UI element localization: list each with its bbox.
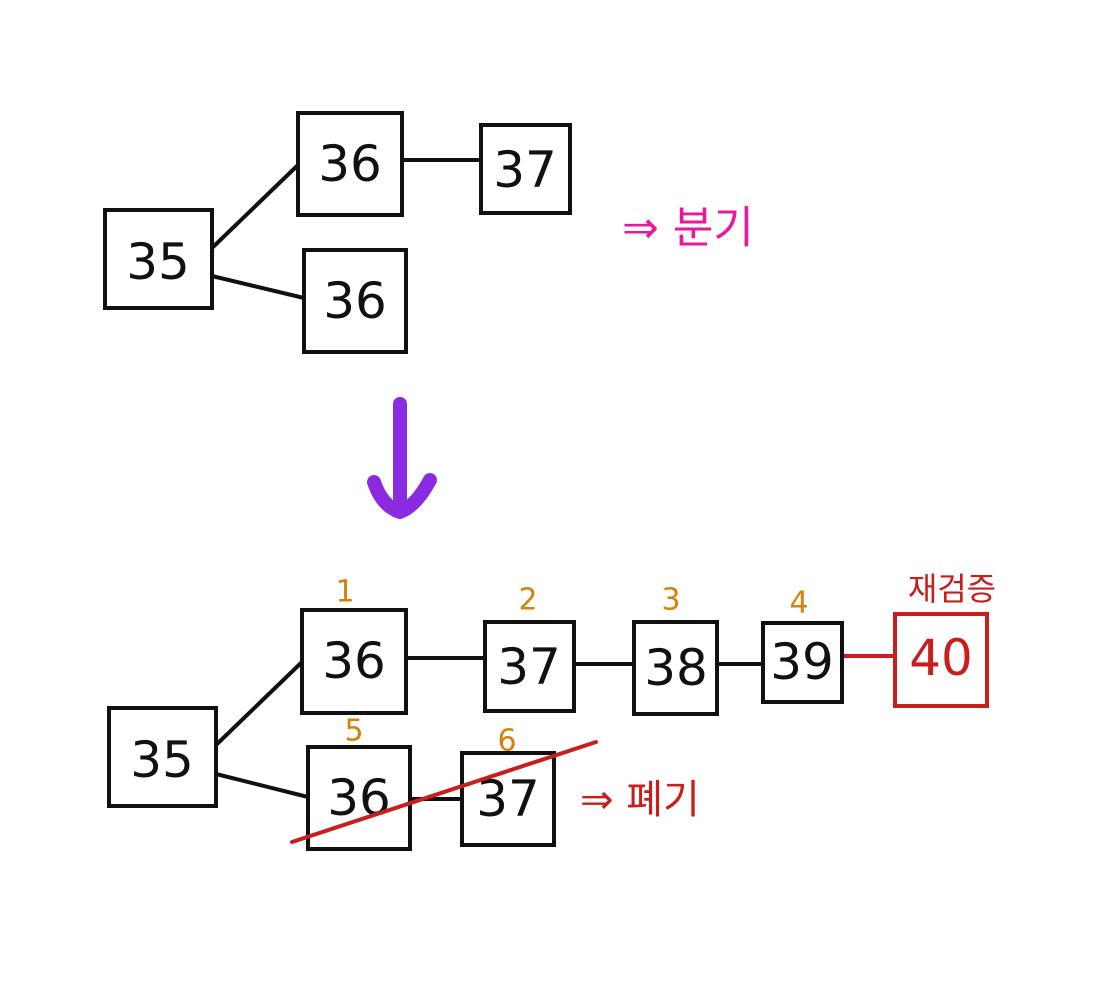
order-label-1: 1 bbox=[335, 575, 354, 610]
block-37-top-label: 37 bbox=[493, 141, 557, 199]
discard-note: ⇒ 폐기 bbox=[580, 777, 700, 823]
block-38-label: 38 bbox=[644, 639, 708, 697]
block-37-main-label: 37 bbox=[497, 638, 561, 696]
block-37-discarded bbox=[460, 751, 556, 847]
block-36a-top bbox=[296, 111, 404, 217]
order-label-6: 6 bbox=[497, 724, 516, 759]
revalidate-label: 재검증 bbox=[908, 570, 996, 608]
order-label-4: 4 bbox=[789, 586, 808, 621]
block-36b-top-label: 36 bbox=[323, 272, 387, 330]
block-36-discarded bbox=[306, 745, 412, 851]
bottom-chain-diagram: 35 1 36 2 37 3 38 4 39 재검증 40 5 36 6 37 … bbox=[107, 570, 996, 851]
connector-35-to-36-discarded bbox=[214, 772, 310, 799]
block-40-revalidate bbox=[893, 612, 989, 708]
connector-35-to-36-main bbox=[214, 660, 304, 747]
block-36-main bbox=[300, 608, 408, 715]
block-37-main bbox=[483, 620, 576, 713]
order-label-2: 2 bbox=[518, 583, 537, 618]
connector-35-to-36b bbox=[210, 274, 306, 300]
connector-35-to-36a bbox=[210, 163, 300, 250]
block-35-bottom-label: 35 bbox=[130, 731, 194, 789]
block-35-top-label: 35 bbox=[126, 233, 190, 291]
block-37-top bbox=[479, 123, 572, 215]
top-fork-diagram: 35 36 37 36 ⇒ 분기 bbox=[103, 111, 754, 354]
block-36-main-label: 36 bbox=[322, 632, 386, 690]
block-36a-top-label: 36 bbox=[318, 135, 382, 193]
discard-strike-line bbox=[290, 740, 598, 844]
block-36-discarded-label: 36 bbox=[327, 769, 391, 827]
block-40-label: 40 bbox=[909, 629, 973, 687]
order-label-5: 5 bbox=[344, 714, 363, 749]
block-39-label: 39 bbox=[770, 633, 834, 691]
fork-note: ⇒ 분기 bbox=[622, 203, 754, 254]
block-36b-top bbox=[302, 248, 408, 354]
down-arrow-icon bbox=[367, 397, 437, 519]
block-35-top bbox=[103, 208, 214, 310]
block-39 bbox=[761, 621, 844, 704]
block-38 bbox=[632, 620, 719, 716]
order-label-3: 3 bbox=[661, 583, 680, 618]
block-35-bottom bbox=[107, 706, 218, 808]
